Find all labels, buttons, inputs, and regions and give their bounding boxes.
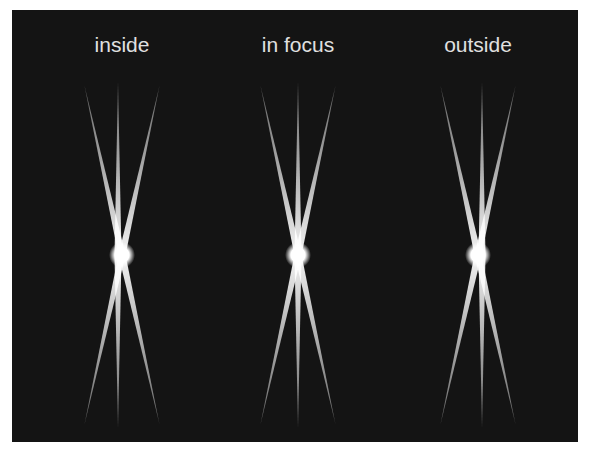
star-in-focus — [257, 82, 339, 428]
focus-label: outside — [444, 33, 512, 56]
star-inside — [81, 82, 163, 428]
star-outside — [437, 82, 519, 428]
background-panel — [12, 10, 578, 442]
focus-label: in focus — [262, 33, 334, 56]
focus-label: inside — [95, 33, 150, 56]
